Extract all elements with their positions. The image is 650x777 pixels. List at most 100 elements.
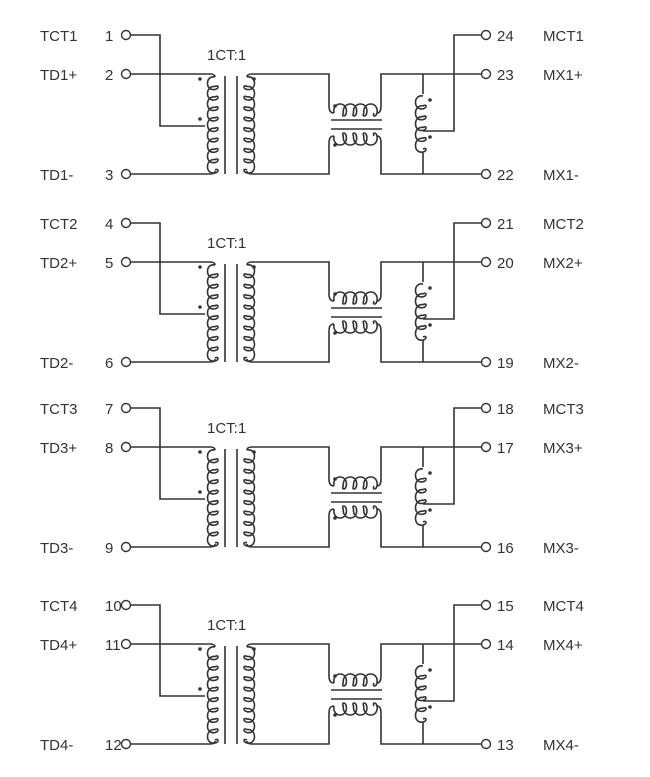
pin-terminal bbox=[480, 356, 492, 368]
signal-label-tct2: TCT2 bbox=[40, 216, 78, 233]
polarity-dot bbox=[333, 713, 337, 717]
termination-winding bbox=[414, 283, 427, 341]
wire bbox=[252, 261, 335, 302]
signal-label-mx3-minus: MX3- bbox=[543, 540, 579, 557]
pin-number: 4 bbox=[105, 216, 113, 233]
center-tap-wire bbox=[130, 604, 205, 697]
pin-number: 16 bbox=[497, 540, 514, 557]
center-tap-wire bbox=[130, 34, 205, 127]
pin-terminal bbox=[480, 638, 492, 650]
pin-terminal bbox=[120, 217, 132, 229]
pin-terminal bbox=[120, 29, 132, 41]
signal-label-mx2-minus: MX2- bbox=[543, 355, 579, 372]
primary-winding bbox=[206, 76, 219, 174]
signal-label-tct4: TCT4 bbox=[40, 598, 78, 615]
pin-terminal bbox=[120, 638, 132, 650]
wire bbox=[246, 543, 253, 548]
pin-terminal bbox=[480, 256, 492, 268]
wire bbox=[376, 643, 481, 684]
wire bbox=[376, 323, 481, 363]
turns-ratio-label: 1CT:1 bbox=[207, 617, 246, 634]
wire bbox=[246, 740, 253, 745]
polarity-dot bbox=[428, 668, 432, 672]
signal-label-tct3: TCT3 bbox=[40, 401, 78, 418]
choke-winding-top bbox=[333, 291, 378, 305]
termination-winding bbox=[414, 468, 427, 526]
pin-number: 3 bbox=[105, 167, 113, 184]
polarity-dot bbox=[198, 647, 202, 651]
signal-label-mct3: MCT3 bbox=[543, 401, 584, 418]
pin-number: 2 bbox=[105, 67, 113, 84]
pin-number: 1 bbox=[105, 28, 113, 45]
wire bbox=[209, 643, 216, 648]
pin-terminal bbox=[480, 402, 492, 414]
termination-winding bbox=[414, 95, 427, 153]
signal-label-mct1: MCT1 bbox=[543, 28, 584, 45]
signal-label-mx1-plus: MX1+ bbox=[543, 67, 583, 84]
signal-label-mct2: MCT2 bbox=[543, 216, 584, 233]
polarity-dot bbox=[333, 331, 337, 335]
polarity-dot bbox=[428, 286, 432, 290]
polarity-dot bbox=[333, 674, 337, 678]
signal-label-td1-plus: TD1+ bbox=[40, 67, 77, 84]
pin-terminal bbox=[120, 356, 132, 368]
wire bbox=[246, 358, 253, 363]
signal-label-td2-plus: TD2+ bbox=[40, 255, 77, 272]
turns-ratio-label: 1CT:1 bbox=[207, 420, 246, 437]
polarity-dot bbox=[428, 508, 432, 512]
pin-number: 10 bbox=[105, 598, 122, 615]
signal-label-td1-minus: TD1- bbox=[40, 167, 73, 184]
polarity-dot bbox=[333, 143, 337, 147]
pin-number: 12 bbox=[105, 737, 122, 754]
signal-label-td4-minus: TD4- bbox=[40, 737, 73, 754]
polarity-dot bbox=[198, 265, 202, 269]
choke-winding-bottom bbox=[333, 702, 378, 716]
wire bbox=[376, 446, 481, 487]
polarity-dot bbox=[428, 98, 432, 102]
pin-number: 8 bbox=[105, 440, 113, 457]
pin-terminal bbox=[480, 68, 492, 80]
secondary-winding bbox=[243, 449, 256, 547]
choke-winding-top bbox=[333, 673, 378, 687]
signal-label-td3-minus: TD3- bbox=[40, 540, 73, 557]
pin-terminal bbox=[120, 256, 132, 268]
signal-label-tct1: TCT1 bbox=[40, 28, 78, 45]
wire bbox=[252, 446, 335, 487]
pin-number: 24 bbox=[497, 28, 514, 45]
wire bbox=[246, 73, 253, 78]
polarity-dot bbox=[252, 265, 256, 269]
pin-terminal bbox=[480, 29, 492, 41]
wire bbox=[209, 740, 216, 745]
turns-ratio-label: 1CT:1 bbox=[207, 235, 246, 252]
pin-number: 19 bbox=[497, 355, 514, 372]
wire bbox=[252, 135, 335, 175]
choke-winding-bottom bbox=[333, 505, 378, 519]
choke-winding-top bbox=[333, 476, 378, 490]
polarity-dot bbox=[252, 647, 256, 651]
wire bbox=[252, 643, 335, 684]
polarity-dot bbox=[428, 705, 432, 709]
pin-terminal bbox=[120, 402, 132, 414]
signal-label-mx4-minus: MX4- bbox=[543, 737, 579, 754]
polarity-dot bbox=[198, 305, 202, 309]
wire bbox=[209, 446, 216, 451]
center-tap-wire bbox=[423, 407, 481, 505]
pin-terminal bbox=[480, 599, 492, 611]
center-tap-wire bbox=[423, 604, 481, 702]
wire bbox=[252, 508, 335, 548]
pin-number: 15 bbox=[497, 598, 514, 615]
center-tap-wire bbox=[130, 222, 205, 315]
wire bbox=[209, 73, 216, 78]
signal-label-mx4-plus: MX4+ bbox=[543, 637, 583, 654]
wire bbox=[246, 170, 253, 175]
polarity-dot bbox=[333, 516, 337, 520]
termination-winding bbox=[414, 665, 427, 723]
pin-terminal bbox=[120, 68, 132, 80]
pin-terminal bbox=[480, 217, 492, 229]
wire bbox=[376, 508, 481, 548]
wire bbox=[252, 73, 335, 114]
polarity-dot bbox=[198, 490, 202, 494]
